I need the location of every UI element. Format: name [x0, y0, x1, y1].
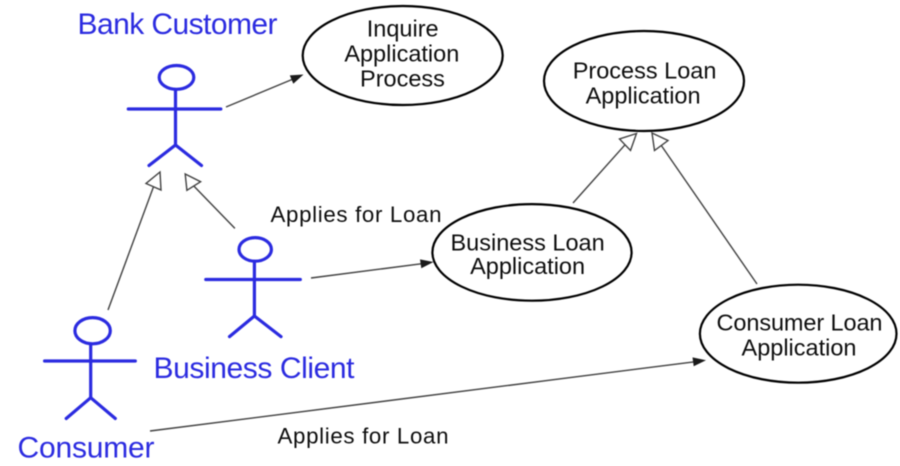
svg-text:Bank Customer: Bank Customer — [78, 8, 278, 41]
svg-text:Applies for Loan: Applies for Loan — [278, 424, 449, 449]
svg-text:Application: Application — [586, 83, 701, 109]
svg-text:Application: Application — [344, 40, 459, 66]
svg-text:Business Client: Business Client — [154, 352, 356, 385]
svg-text:Application: Application — [742, 334, 857, 360]
svg-text:Process: Process — [360, 66, 445, 92]
svg-text:Consumer: Consumer — [18, 431, 155, 464]
svg-text:Consumer Loan: Consumer Loan — [717, 310, 883, 336]
svg-text:Applies for Loan: Applies for Loan — [271, 202, 442, 227]
svg-text:Application: Application — [470, 253, 585, 279]
svg-text:Business Loan: Business Loan — [451, 229, 605, 255]
svg-text:Inquire: Inquire — [367, 16, 439, 42]
svg-text:Process Loan: Process Loan — [573, 58, 717, 84]
